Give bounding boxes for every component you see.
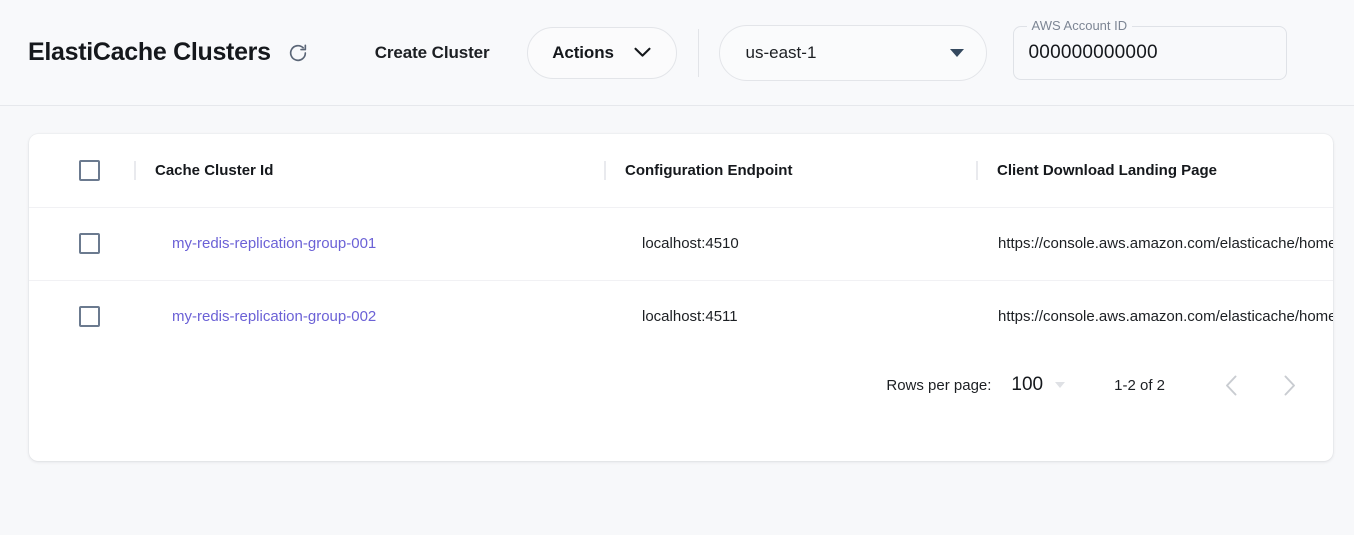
row-landing-page-cell: https://console.aws.amazon.com/elasticac… <box>976 206 1333 280</box>
table-header-row: Cache Cluster Id Configuration Endpoint … <box>29 134 1333 207</box>
select-all-checkbox[interactable] <box>79 159 100 181</box>
table-header-config-endpoint-label: Configuration Endpoint <box>625 161 793 179</box>
app-header: ElastiCache Clusters Create Cluster Acti… <box>0 0 1354 106</box>
clusters-table: Cache Cluster Id Configuration Endpoint … <box>29 134 1333 353</box>
caret-down-icon <box>1055 382 1066 388</box>
content-area: Cache Cluster Id Configuration Endpoint … <box>0 106 1354 461</box>
caret-down-icon <box>949 48 964 57</box>
cluster-id-link[interactable]: my-redis-replication-group-001 <box>172 235 377 252</box>
table-row[interactable]: my-redis-replication-group-001 localhost… <box>29 206 1333 280</box>
next-page-button[interactable] <box>1267 363 1311 407</box>
row-checkbox[interactable] <box>79 306 100 328</box>
cluster-id-link[interactable]: my-redis-replication-group-002 <box>172 308 377 326</box>
aws-account-id-input[interactable] <box>1012 25 1287 80</box>
row-select-cell <box>29 279 134 353</box>
header-divider <box>697 28 699 77</box>
table-body: my-redis-replication-group-001 localhost… <box>29 206 1333 353</box>
landing-page-value: https://console.aws.amazon.com/elasticac… <box>998 308 1333 326</box>
landing-page-value: https://console.aws.amazon.com/elasticac… <box>998 235 1333 252</box>
table-header-landing-page-label: Client Download Landing Page <box>997 161 1218 179</box>
rows-per-page-select[interactable]: 100 <box>1011 374 1066 396</box>
table-header-cluster-id-label: Cache Cluster Id <box>155 161 274 179</box>
rows-per-page-label: Rows per page: <box>886 376 992 394</box>
config-endpoint-value: localhost:4510 <box>642 235 739 252</box>
row-landing-page-cell: https://console.aws.amazon.com/elasticac… <box>976 279 1333 353</box>
row-cluster-id-cell: my-redis-replication-group-002 <box>134 279 604 353</box>
page-title: ElastiCache Clusters <box>28 38 271 66</box>
chevron-left-icon <box>1225 375 1236 395</box>
config-endpoint-value: localhost:4511 <box>642 308 738 326</box>
aws-account-id-label: AWS Account ID <box>1026 18 1133 33</box>
table-row[interactable]: my-redis-replication-group-002 localhost… <box>29 279 1333 353</box>
previous-page-button[interactable] <box>1209 363 1253 407</box>
actions-button-label: Actions <box>552 42 614 62</box>
row-select-cell <box>29 206 134 280</box>
table-head: Cache Cluster Id Configuration Endpoint … <box>29 134 1333 207</box>
table-header-select <box>29 134 134 207</box>
column-separator <box>134 160 136 180</box>
aws-account-id-field[interactable]: AWS Account ID <box>1012 18 1287 80</box>
row-config-endpoint-cell: localhost:4510 <box>604 206 976 280</box>
table-header-landing-page[interactable]: Client Download Landing Page <box>976 134 1333 207</box>
create-cluster-button[interactable]: Create Cluster <box>374 42 490 62</box>
row-cluster-id-cell: my-redis-replication-group-001 <box>134 206 604 280</box>
pagination-range-label: 1-2 of 2 <box>1114 376 1165 394</box>
pagination-bar: Rows per page: 100 1-2 of 2 <box>29 359 1333 411</box>
rows-per-page-value: 100 <box>1011 374 1044 395</box>
actions-button[interactable]: Actions <box>526 26 677 79</box>
region-select[interactable]: us-east-1 <box>718 24 987 81</box>
clusters-card: Cache Cluster Id Configuration Endpoint … <box>29 134 1333 461</box>
region-select-value: us-east-1 <box>745 42 817 62</box>
column-separator <box>976 160 978 180</box>
row-config-endpoint-cell: localhost:4511 <box>604 279 976 353</box>
table-header-config-endpoint[interactable]: Configuration Endpoint <box>604 134 976 207</box>
chevron-down-icon <box>634 47 651 57</box>
refresh-button[interactable] <box>281 36 315 70</box>
table-header-cluster-id[interactable]: Cache Cluster Id <box>134 134 604 207</box>
refresh-icon <box>289 43 306 61</box>
column-separator <box>604 160 606 180</box>
row-checkbox[interactable] <box>79 233 100 254</box>
chevron-right-icon <box>1284 375 1295 395</box>
